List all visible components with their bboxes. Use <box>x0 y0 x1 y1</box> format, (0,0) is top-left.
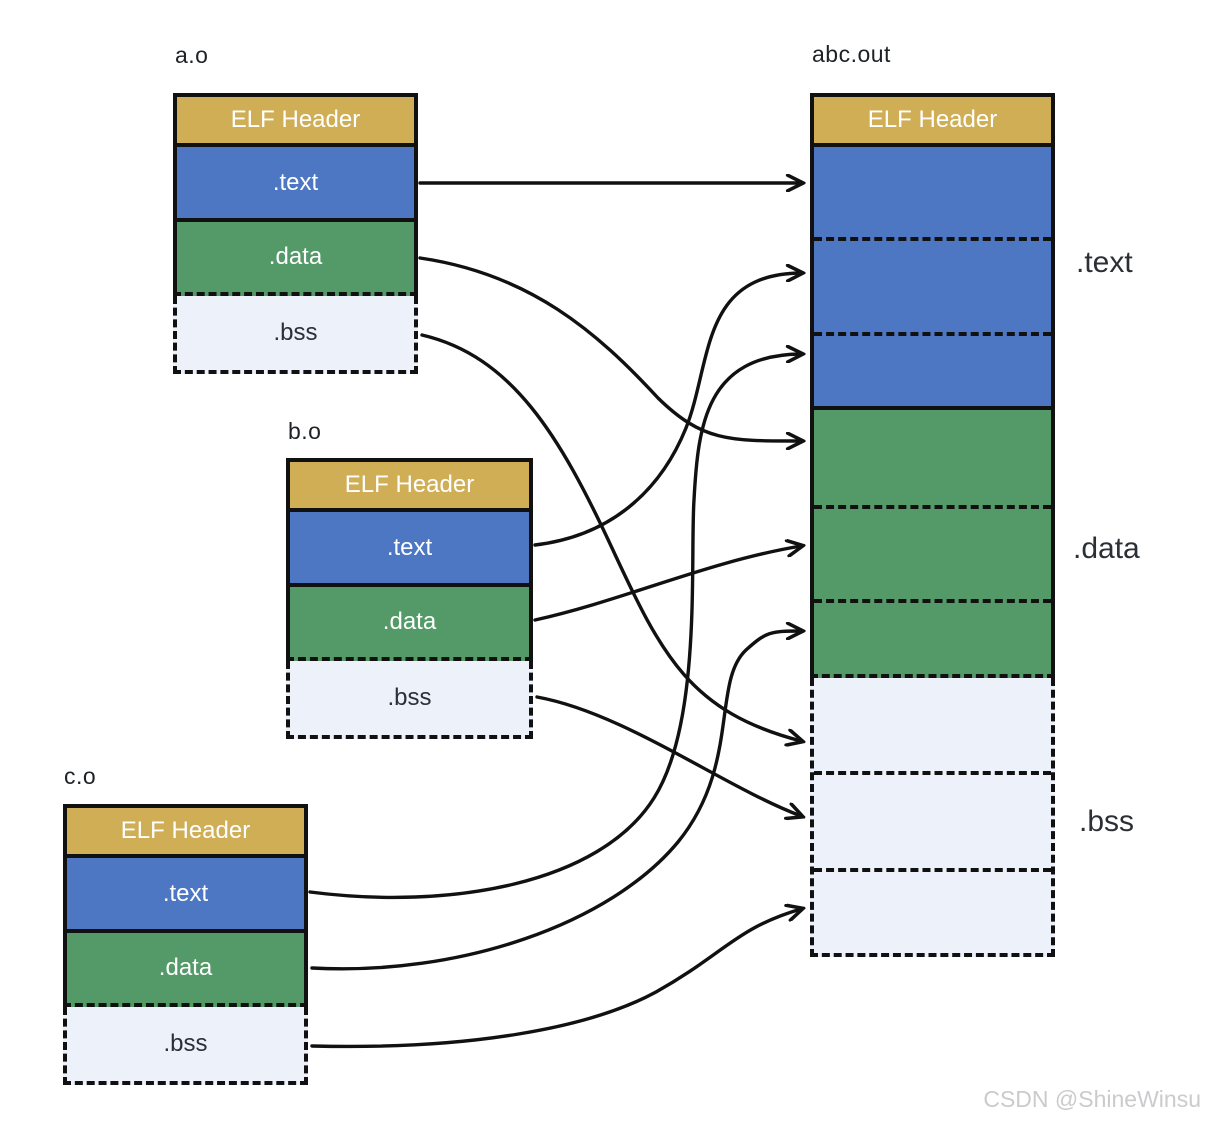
a.o-bss-section: .bss <box>173 296 418 374</box>
watermark: CSDN @ShineWinsu <box>983 1086 1201 1112</box>
c.o-bss-section: .bss <box>63 1007 308 1085</box>
abc.out-bss-segment <box>810 678 1055 957</box>
abc.out-elf-header-label: ELF Header <box>867 106 998 133</box>
b.o-elf-header-section: ELF Header <box>286 458 533 512</box>
text-segment-divider-1 <box>814 237 1051 241</box>
a.o-elf-header-label: ELF Header <box>230 106 361 133</box>
arrow-co-text-to-out-text-3 <box>308 354 801 900</box>
arrow-bo-bss-to-out-bss-2 <box>535 695 801 816</box>
file-title-abc.out: abc.out <box>812 41 891 67</box>
b.o-bss-label: .bss <box>387 684 432 711</box>
text-segment-divider-2 <box>814 332 1051 336</box>
a.o-elf-header-section: ELF Header <box>173 93 418 147</box>
b.o-data-section: .data <box>286 583 533 661</box>
c.o-bss-label: .bss <box>163 1030 208 1057</box>
b.o-text-section: .text <box>286 508 533 587</box>
file-title-c.o: c.o <box>64 763 97 789</box>
b.o-text-label: .text <box>386 533 433 561</box>
c.o-data-section: .data <box>63 929 308 1007</box>
a.o-text-label: .text <box>272 168 319 196</box>
a.o-data-section: .data <box>173 218 418 296</box>
arrow-co-bss-to-out-bss-3 <box>310 909 801 1049</box>
abc.out-elf-header-section: ELF Header <box>810 93 1055 147</box>
object-file-b.o: ELF Header .text .data .bss <box>286 458 533 739</box>
abc.out-data-segment <box>810 406 1055 678</box>
file-title-a.o: a.o <box>175 42 209 68</box>
segment-label-data: .data <box>1073 532 1140 565</box>
b.o-bss-section: .bss <box>286 661 533 739</box>
segment-label-bss: .bss <box>1079 805 1135 838</box>
bss-segment-divider-2 <box>814 868 1051 872</box>
b.o-data-label: .data <box>382 608 437 635</box>
arrow-bo-data-to-out-data-2 <box>533 546 801 622</box>
c.o-text-label: .text <box>162 879 209 907</box>
arrow-co-data-to-out-data-3 <box>310 631 801 971</box>
c.o-data-label: .data <box>158 954 213 981</box>
arrow-ao-bss-to-out-bss-1 <box>420 333 801 741</box>
c.o-text-section: .text <box>63 854 308 933</box>
object-file-a.o: ELF Header .text .data .bss <box>173 93 418 374</box>
b.o-elf-header-label: ELF Header <box>344 471 475 498</box>
arrow-ao-data-to-out-data-1 <box>418 256 801 441</box>
segment-label-text: .text <box>1076 246 1133 279</box>
data-segment-divider-2 <box>814 599 1051 603</box>
bss-segment-divider-1 <box>814 771 1051 775</box>
object-file-c.o: ELF Header .text .data .bss <box>63 804 308 1085</box>
file-title-b.o: b.o <box>288 418 322 444</box>
c.o-elf-header-label: ELF Header <box>120 817 251 844</box>
a.o-text-section: .text <box>173 143 418 222</box>
abc.out-text-segment <box>810 143 1055 410</box>
output-file-abc.out: ELF Header <box>810 93 1055 957</box>
data-segment-divider-1 <box>814 505 1051 509</box>
a.o-data-label: .data <box>268 243 323 270</box>
c.o-elf-header-section: ELF Header <box>63 804 308 858</box>
a.o-bss-label: .bss <box>273 319 318 346</box>
